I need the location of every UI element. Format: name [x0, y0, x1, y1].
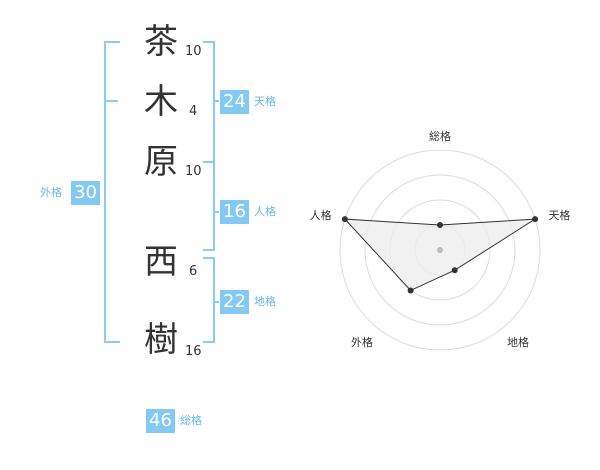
- chikaku-stub: [213, 301, 219, 303]
- jinkaku-label: 人格: [254, 205, 276, 218]
- jinkaku-bracket: [203, 161, 215, 251]
- chikaku-bracket: [203, 257, 215, 343]
- radar-ring-4: [339, 149, 541, 351]
- chikaku-value: 22: [220, 290, 249, 314]
- jinkaku-value: 16: [220, 200, 249, 224]
- radar-point-3: [407, 287, 414, 294]
- radar-axis-label-0: 総格: [429, 129, 451, 143]
- radar-point-1: [532, 216, 539, 223]
- jinkaku-stub: [213, 211, 219, 213]
- tenkaku-stub: [213, 100, 219, 102]
- chikaku-label: 地格: [254, 295, 276, 308]
- name-char-2: 木: [144, 82, 178, 122]
- radar-point-2: [451, 267, 458, 274]
- soukaku-value: 46: [146, 409, 175, 433]
- stroke-count-4: 6: [189, 264, 198, 279]
- gaikaku-value: 30: [71, 181, 100, 205]
- radar-point-0: [437, 222, 443, 228]
- stroke-count-5: 16: [185, 344, 202, 359]
- radar-point-4: [341, 216, 348, 223]
- radar-ring-3: [364, 174, 516, 326]
- tenkaku-bracket: [203, 41, 215, 163]
- name-char-1: 茶: [144, 22, 178, 62]
- tenkaku-label: 天格: [254, 95, 276, 108]
- stroke-count-2: 4: [189, 104, 198, 119]
- soukaku-label: 総格: [180, 414, 202, 427]
- radar-axis-label-3: 外格: [351, 335, 373, 349]
- tenkaku-value: 24: [220, 90, 249, 114]
- name-char-5: 樹: [144, 320, 178, 360]
- name-char-4: 西: [144, 242, 178, 282]
- name-char-3: 原: [144, 142, 178, 182]
- radar-axis-label-4: 人格: [310, 208, 332, 222]
- stroke-count-1: 10: [185, 44, 202, 59]
- gaikaku-bracket: [104, 41, 120, 343]
- stroke-count-3: 10: [185, 164, 202, 179]
- radar-axis-label-2: 地格: [507, 335, 529, 349]
- gaikaku-label: 外格: [40, 186, 62, 199]
- radar-series-area: [343, 218, 536, 292]
- radar-center: [437, 247, 443, 253]
- radar-axis-label-1: 天格: [548, 208, 570, 222]
- gaikaku-tick-top: [104, 100, 118, 102]
